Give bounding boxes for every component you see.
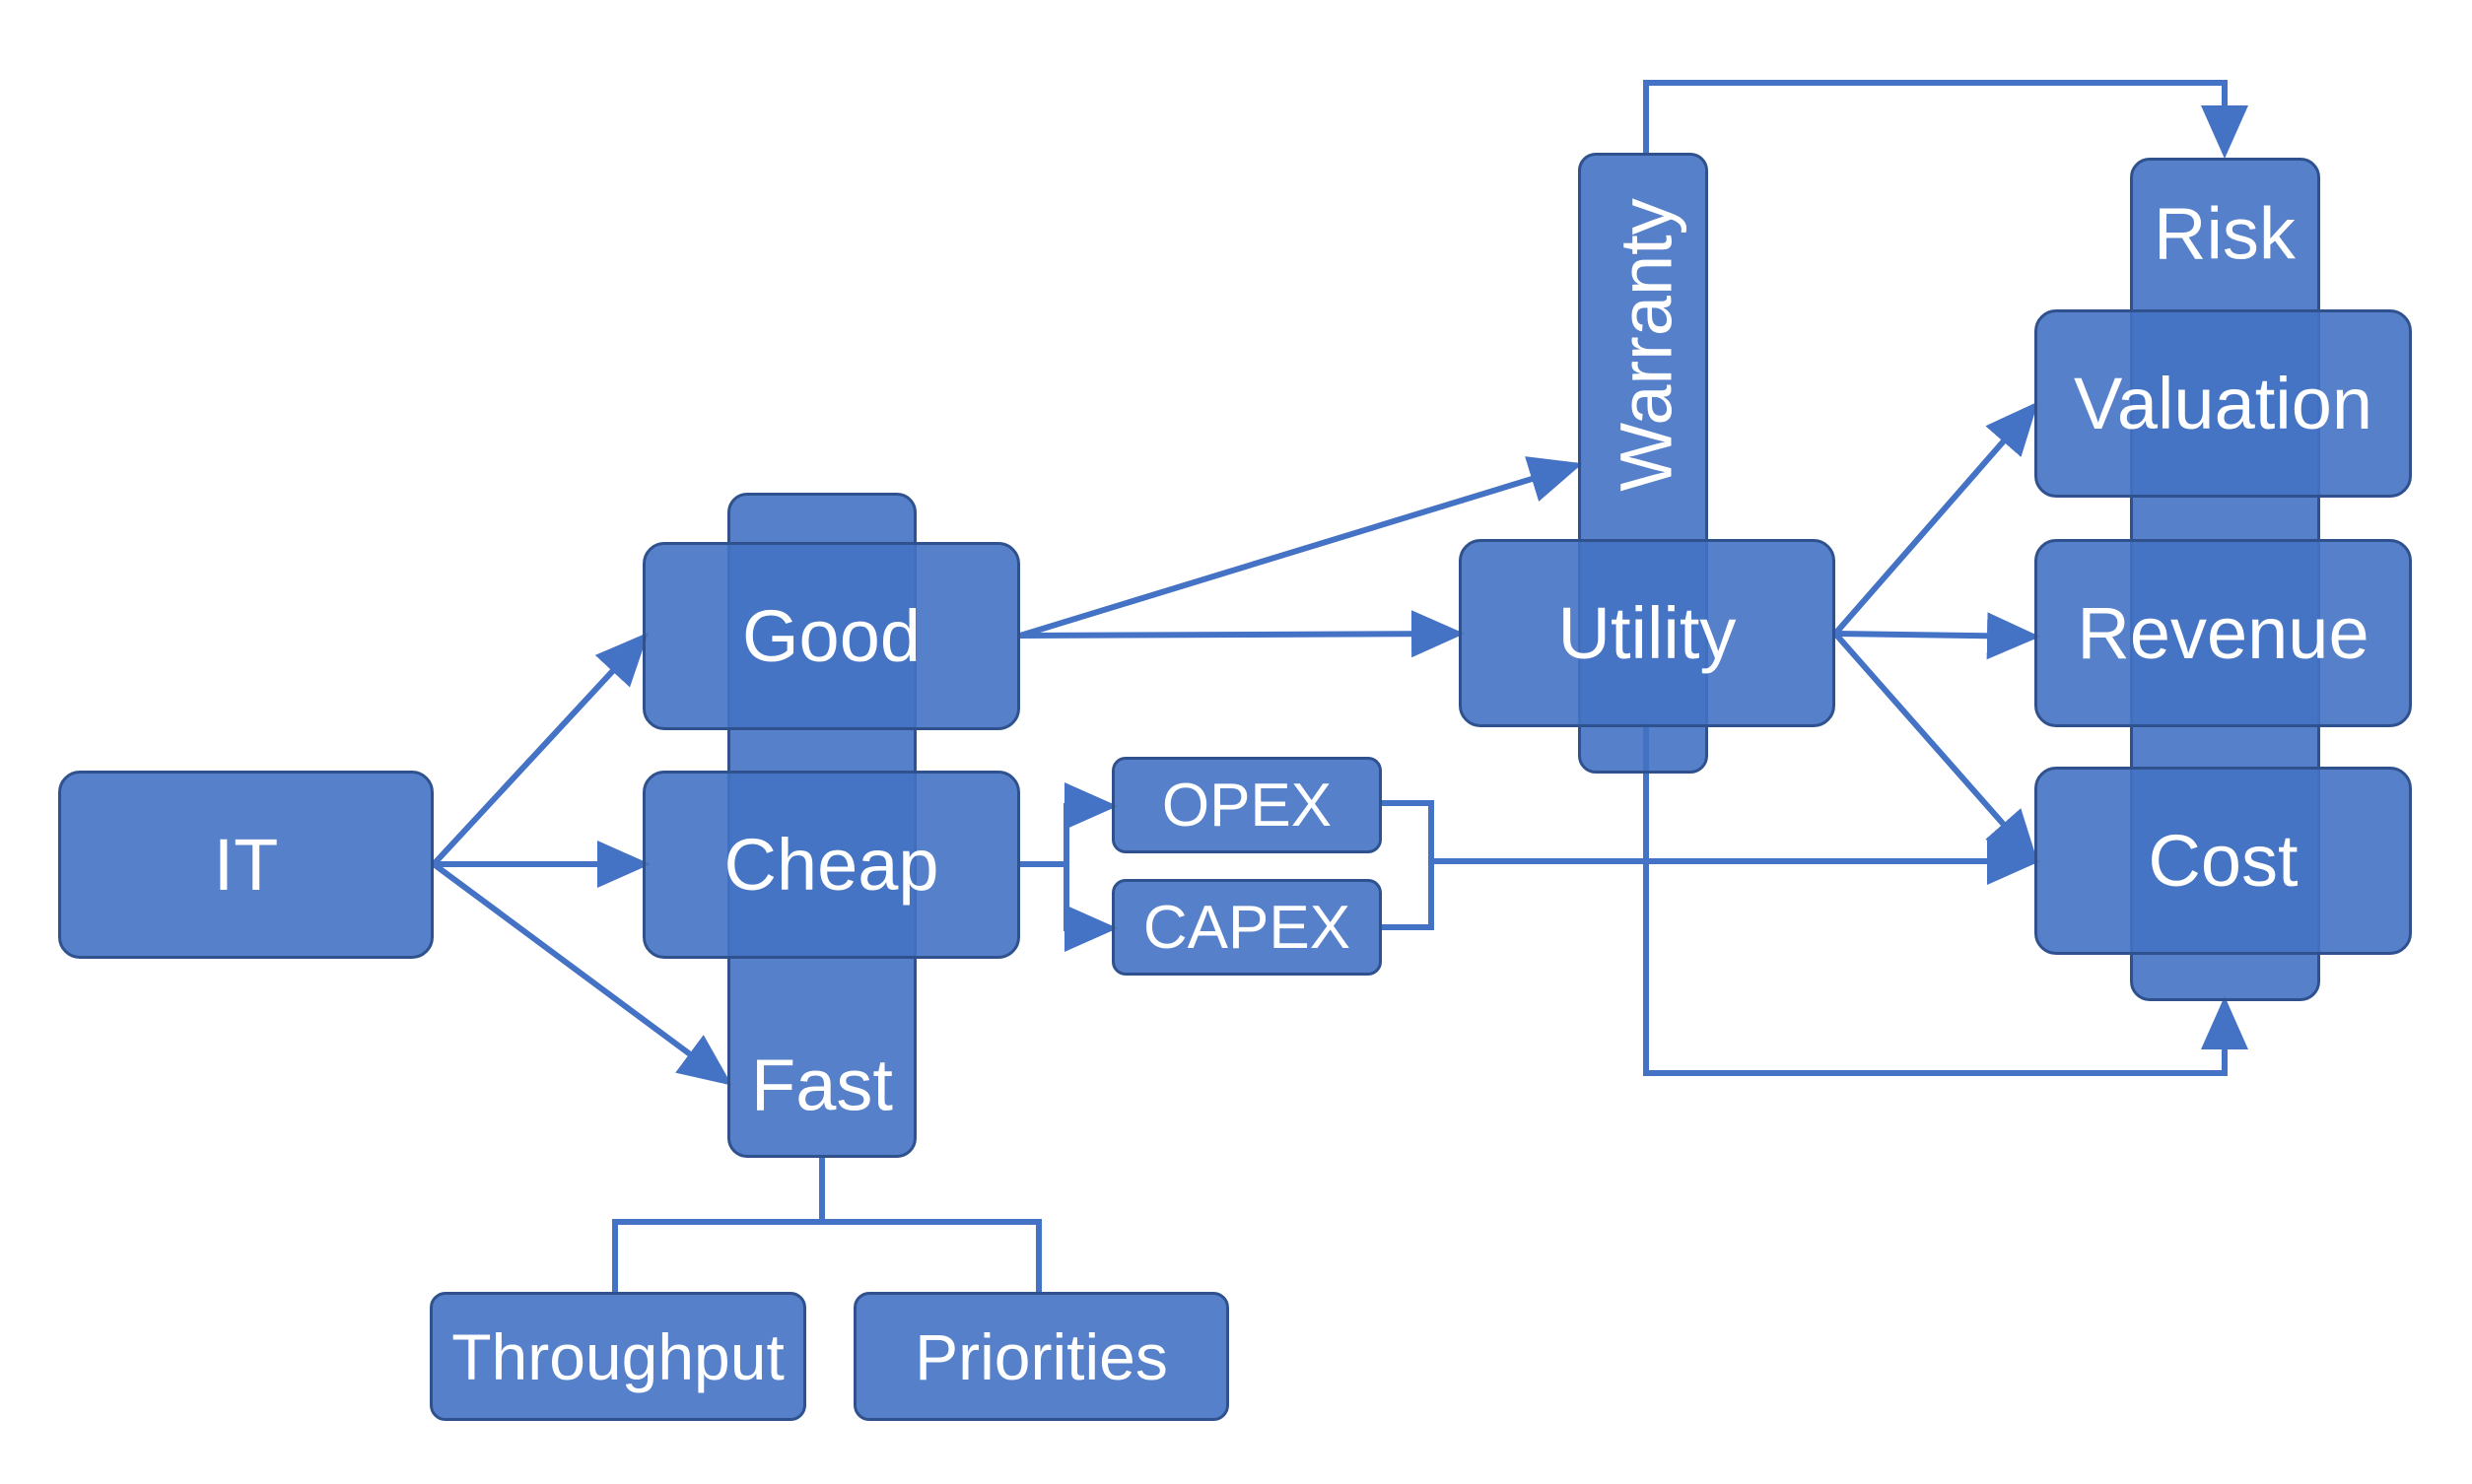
node-valuation: Valuation [2034, 309, 2412, 498]
node-priorities: Priorities [854, 1292, 1229, 1421]
connector-fast-priorities [822, 1219, 1042, 1292]
node-cheap: Cheap [643, 771, 1020, 959]
node-warranty: Warranty [1605, 198, 1687, 492]
node-cost: Cost [2034, 767, 2412, 955]
arrow-utility-cost [1832, 632, 2038, 864]
arrow-good-warranty [1019, 456, 1583, 639]
node-revenue: Revenue [2034, 539, 2412, 727]
arrow-it-good [431, 632, 650, 867]
node-risk: Risk [2154, 192, 2296, 275]
node-throughput: Throughput [430, 1292, 806, 1421]
node-good: Good [643, 542, 1020, 730]
node-capex: CAPEX [1112, 879, 1382, 976]
arrow-good-utility [1019, 610, 1465, 658]
node-utility: Utility [1459, 539, 1835, 727]
node-opex: OPEX [1112, 757, 1382, 853]
connector-opex-capex-bracket [1382, 800, 1434, 930]
arrow-cheap-opex [1064, 782, 1118, 864]
arrow-it-fast [432, 861, 732, 1086]
connector-fast-subtree [612, 1158, 825, 1292]
node-fast: Fast [751, 1044, 893, 1126]
arrow-cheap-capex [1064, 864, 1118, 952]
node-it: IT [58, 771, 434, 959]
arrow-utility-revenue [1834, 612, 2040, 660]
arrow-utility-valuation [1832, 401, 2038, 636]
arrow-utility-cost-loop [1643, 722, 2248, 1076]
arrow-warranty-risk [1643, 80, 2248, 159]
